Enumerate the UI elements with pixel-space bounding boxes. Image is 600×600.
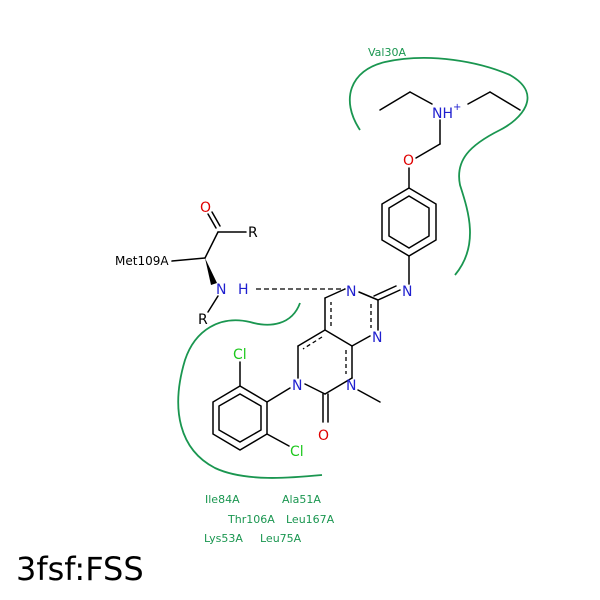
atom-h-amide: H xyxy=(238,282,249,298)
atom-cl-top: Cl xyxy=(233,347,247,363)
met109-backbone: Met109A O R N H R xyxy=(115,200,258,328)
atom-o-carbonyl: O xyxy=(200,200,211,216)
ether-link: O xyxy=(403,153,414,189)
pocket-arc-lower xyxy=(177,302,323,479)
residue-leu75: Leu75A xyxy=(260,532,302,545)
atom-cl-bottom: Cl xyxy=(290,444,304,460)
atom-n-amide: N xyxy=(216,282,226,298)
residue-ile84: Ile84A xyxy=(205,493,240,506)
atom-o-ring: O xyxy=(318,428,329,444)
diethylamino-group: NH + xyxy=(379,91,521,159)
residue-thr106: Thr106A xyxy=(227,513,275,526)
residue-leu167: Leu167A xyxy=(286,513,335,526)
atom-o-ether: O xyxy=(403,153,414,169)
residue-met109: Met109A xyxy=(115,254,169,268)
residue-ala51: Ala51A xyxy=(282,493,321,506)
pocket-arc-val30 xyxy=(348,57,529,276)
atom-nh-plus: NH xyxy=(432,106,453,122)
phenyl-ring-top xyxy=(381,187,437,285)
atom-r-top: R xyxy=(248,225,258,241)
atom-n-ring-mid: N xyxy=(372,330,382,346)
residue-lys53: Lys53A xyxy=(204,532,243,545)
atom-n-ring-methyl: N xyxy=(346,378,356,394)
page-title: 3fsf:FSS xyxy=(16,550,144,588)
atom-n-ring-top: N xyxy=(346,284,356,300)
atom-plus-charge: + xyxy=(453,102,461,113)
dichlorophenyl-ring: Cl Cl xyxy=(212,347,304,460)
residue-val30: Val30A xyxy=(368,46,406,59)
atom-r-bottom: R xyxy=(198,312,208,328)
atom-n-ring-left: N xyxy=(292,378,302,394)
atom-n-imine: N xyxy=(402,284,412,300)
pyrimidopyrimidine-core: O N N N N xyxy=(292,284,382,444)
